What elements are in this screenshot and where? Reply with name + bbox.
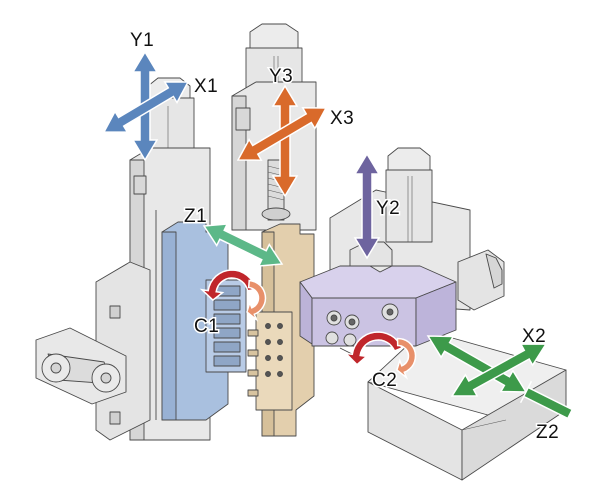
arrow-c1-cw	[246, 279, 267, 322]
arrow-z1	[202, 223, 284, 267]
head-2-tool-spindles	[325, 303, 399, 355]
head-1-tool-holders	[213, 285, 241, 367]
label-c1: C1	[194, 316, 219, 337]
column-3-window	[235, 107, 251, 131]
label-c2: C2	[372, 370, 397, 391]
label-y1: Y1	[130, 30, 154, 51]
column-2-motor-body	[385, 169, 433, 243]
arrow-c2-cw	[396, 337, 417, 380]
arrow-c2-ccw	[343, 331, 403, 366]
arrow-x3	[236, 107, 328, 161]
belt-drive	[35, 261, 151, 441]
axis-arrows	[102, 50, 577, 426]
arrow-z2-front	[519, 380, 577, 426]
arrow-c1-ccw	[199, 269, 257, 302]
label-x3: X3	[330, 108, 354, 129]
head-3-slide	[247, 223, 315, 437]
head-1-turret	[161, 221, 247, 421]
label-x2: X2	[522, 326, 546, 347]
label-z1: Z1	[184, 206, 207, 227]
head-3-tool-block	[255, 311, 293, 411]
label-z2: Z2	[536, 422, 559, 443]
arrow-x2	[450, 343, 548, 397]
arrow-y3	[271, 84, 299, 198]
arrow-x1	[102, 81, 190, 133]
arrow-y2	[353, 152, 381, 260]
axis-labels: Y1 X1 Y3 X3 Y2 Z1 C1 C2 X2 Z2	[129, 29, 561, 445]
column-3	[231, 23, 317, 231]
label-y3: Y3	[269, 66, 293, 87]
head-3-tool-holders	[247, 323, 283, 397]
label-x1: X1	[194, 76, 218, 97]
label-y2: Y2	[376, 198, 400, 219]
